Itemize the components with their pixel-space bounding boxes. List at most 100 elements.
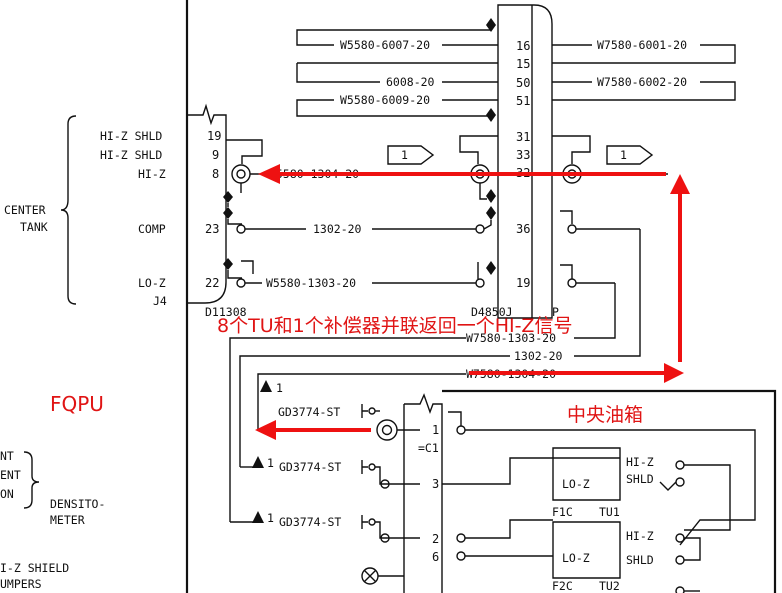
j4-pin-name-5: LO-Z <box>138 276 166 290</box>
d4850j-p-label: P <box>552 305 559 319</box>
shield-label-1: I-Z SHIELD <box>0 561 69 575</box>
conn-pin-36-shield <box>483 220 492 230</box>
gd-plug-2-terminal <box>380 479 390 489</box>
bottom-wire-3-run <box>257 373 466 430</box>
tu2-f-label: F2C <box>552 579 573 593</box>
wire-16-left-label: W5580-6007-20 <box>340 38 430 52</box>
j4-pin-name-1: HI-Z SHLD <box>100 129 162 143</box>
tank-hiz-bus <box>465 429 756 546</box>
conn-diamond-mid-2 <box>486 206 496 220</box>
wire-50-right-label: W7580-6002-20 <box>597 75 687 89</box>
left-fragment-2: ENT <box>0 468 21 482</box>
conn-pin-19-right-shield <box>560 264 573 279</box>
flag-right <box>606 145 654 165</box>
wire-36-label: 1302-20 <box>313 222 362 236</box>
center-label-line1: CENTER <box>4 203 46 217</box>
gd-label-3: GD3774-ST <box>279 515 341 529</box>
tu1-box <box>552 447 621 501</box>
left-fragment-3: ON <box>0 487 14 501</box>
tu1-shld-link <box>659 481 677 491</box>
wire-50-left-label: 6008-20 <box>386 75 435 89</box>
bottom-wire-2-label: 1302-20 <box>514 349 563 363</box>
gd-tri-label-1: 1 <box>276 381 283 395</box>
j4-pin-23-terminal <box>236 224 246 234</box>
gd-plug-3-terminal <box>380 533 390 543</box>
wire-50-left-path <box>296 63 380 83</box>
j4-comp-shield <box>227 219 242 225</box>
fqpu-annotation: FQPU <box>50 392 104 416</box>
wire-51-left-path <box>296 99 491 117</box>
tu2-loz-label: LO-Z <box>562 551 590 565</box>
j4-pin-num-22: 22 <box>205 276 219 290</box>
conn-diamond-low <box>486 261 496 275</box>
tu2-shld-link <box>684 537 701 561</box>
tank-coax-outer <box>376 419 398 441</box>
gd-plug-1-body <box>361 404 368 418</box>
d4850j-connector-body <box>497 4 553 319</box>
gd-triangle-1 <box>260 380 272 392</box>
densitometer-label-2: METER <box>50 513 85 527</box>
conn-pin-15: 15 <box>516 57 530 71</box>
tank-coax-inner <box>381 424 393 436</box>
tu1-shld-terminal <box>675 477 685 487</box>
gd-tri-label-3: 1 <box>267 511 274 525</box>
conn-pin-19-left-terminal <box>475 278 485 288</box>
j4-pin-num-19: 19 <box>207 129 221 143</box>
gd-label-1: GD3774-ST <box>278 405 340 419</box>
j4-diamond-1 <box>223 191 233 203</box>
conn-pin-19: 19 <box>516 276 530 290</box>
tu2-box <box>552 521 621 579</box>
conn-pin-50: 50 <box>516 76 530 90</box>
gd-plug-1-pin <box>368 407 376 415</box>
j4-connector-outline <box>187 103 227 304</box>
left-fragment-1: NT <box>0 449 14 463</box>
flag-left-label: 1 <box>401 148 408 162</box>
gd-plug-2-lead <box>375 466 420 485</box>
wire-19-label: W5580-1303-20 <box>266 276 356 290</box>
wire-16-right-label: W7580-6001-20 <box>597 38 687 52</box>
j4-diamond-2 <box>223 207 233 219</box>
j4-hiz-coax-outer <box>231 164 251 184</box>
red-arrowhead-left <box>255 420 276 440</box>
gd-label-2: GD3774-ST <box>279 460 341 474</box>
center-tank-annotation: 中央油箱 <box>567 404 643 426</box>
conn-diamond-top-1 <box>486 18 496 32</box>
j4-pin-22-terminal <box>236 278 246 288</box>
tank-pin-2: 2 <box>432 532 439 546</box>
j4-pin-num-8: 8 <box>212 167 219 181</box>
conn-pin-36-left-terminal <box>475 224 485 234</box>
j4-pin-name-4: COMP <box>138 222 166 236</box>
conn-pin-36-right-terminal <box>567 224 577 234</box>
gd-plug-3-body <box>361 515 368 529</box>
densitometer-label-1: DENSITO- <box>50 497 105 511</box>
wire-15-right <box>552 44 736 64</box>
gd-plug-3-lead <box>375 521 420 539</box>
tu2-hiz-terminal <box>675 533 685 543</box>
tu2-hiz-label: HI-Z <box>626 529 654 543</box>
tank-shield-1 <box>448 411 462 426</box>
tank-pin-2-run <box>465 519 553 539</box>
tank-connector-outline <box>404 393 443 593</box>
gd-triangle-3 <box>252 511 264 523</box>
tank-pin-1: 1 <box>432 423 439 437</box>
j4-ref: D11308 <box>205 305 247 319</box>
wire-51-right <box>552 81 736 101</box>
j4-label: J4 <box>153 294 167 308</box>
tu1-loz-label: LO-Z <box>562 477 590 491</box>
tank-c1-label: =C1 <box>418 441 439 455</box>
ground-symbol-cross <box>363 569 377 583</box>
conn-pin-36: 36 <box>516 222 530 236</box>
wire-1302-return <box>574 229 641 357</box>
main-annotation: 8个TU和1个补偿器并联返回一个HI-Z信号 <box>217 315 572 337</box>
flag-left <box>387 145 435 165</box>
j4-loz-shield-tail <box>241 260 254 274</box>
tu1-shld-label: SHLD <box>626 472 654 486</box>
tu2-shld-label: SHLD <box>626 553 654 567</box>
gd-plug-2-body <box>361 460 368 474</box>
gd-plug-2-pin <box>368 463 376 471</box>
conn-pin-19-right-terminal <box>567 278 577 288</box>
conn-coax-shield-drop <box>479 183 487 200</box>
tu1-f-label: F1C <box>552 505 573 519</box>
gd-plug-3-pin <box>368 518 376 526</box>
